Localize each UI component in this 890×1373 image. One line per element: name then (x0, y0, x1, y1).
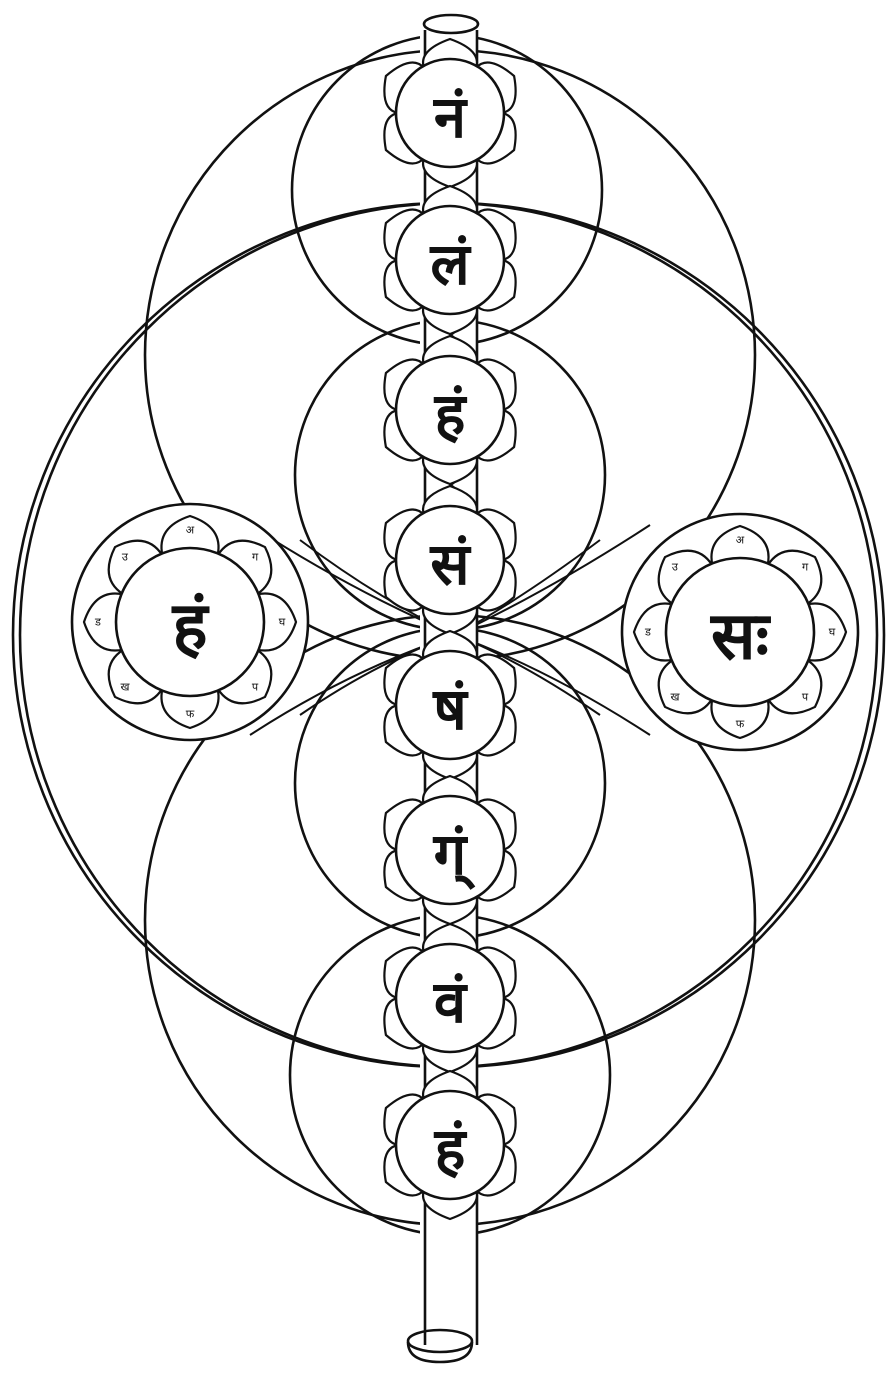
petal-mark: ड (644, 626, 651, 639)
seed-syllable: सः (709, 598, 772, 675)
petal-mark: अ (736, 534, 745, 547)
petal-mark: उ (672, 560, 679, 573)
petal-mark: अ (186, 524, 195, 537)
central-lotus-2: लं (384, 186, 515, 334)
petal-mark: ख (670, 691, 680, 704)
petal-mark: उ (122, 550, 129, 563)
seed-syllable: हं (434, 1115, 468, 1183)
central-lotus-group: नं लं हं सं षं ग्ं वं हं (384, 39, 515, 1219)
petal-mark: घ (279, 616, 286, 629)
central-lotus-8: हं (384, 1071, 515, 1219)
seed-syllable: षं (432, 675, 469, 743)
petal-mark: फ (736, 718, 745, 731)
central-lotus-3: हं (384, 336, 515, 484)
central-lotus-1: नं (384, 39, 515, 187)
petal-mark: प (252, 681, 259, 694)
petal-mark: घ (829, 626, 836, 639)
seed-syllable: लं (429, 230, 472, 298)
petal-mark: ख (120, 681, 130, 694)
seed-syllable: हं (170, 588, 209, 665)
petal-mark: ग (252, 550, 259, 563)
central-lotus-6: ग्ं (384, 776, 515, 924)
petal-mark: ड (94, 616, 101, 629)
petal-mark: प (802, 691, 809, 704)
central-lotus-7: वं (384, 924, 515, 1072)
petal-mark: ग (802, 560, 809, 573)
seed-syllable: हं (434, 380, 468, 448)
petal-mark: फ (186, 708, 195, 721)
seed-syllable: नं (433, 83, 468, 151)
left-side-lotus: अ ग घ प फ ख ड उ हं (72, 504, 308, 740)
seed-syllable: वं (433, 968, 468, 1036)
right-side-lotus: अ ग घ प फ ख ड उ सः (622, 514, 858, 750)
seed-syllable: सं (429, 530, 471, 598)
